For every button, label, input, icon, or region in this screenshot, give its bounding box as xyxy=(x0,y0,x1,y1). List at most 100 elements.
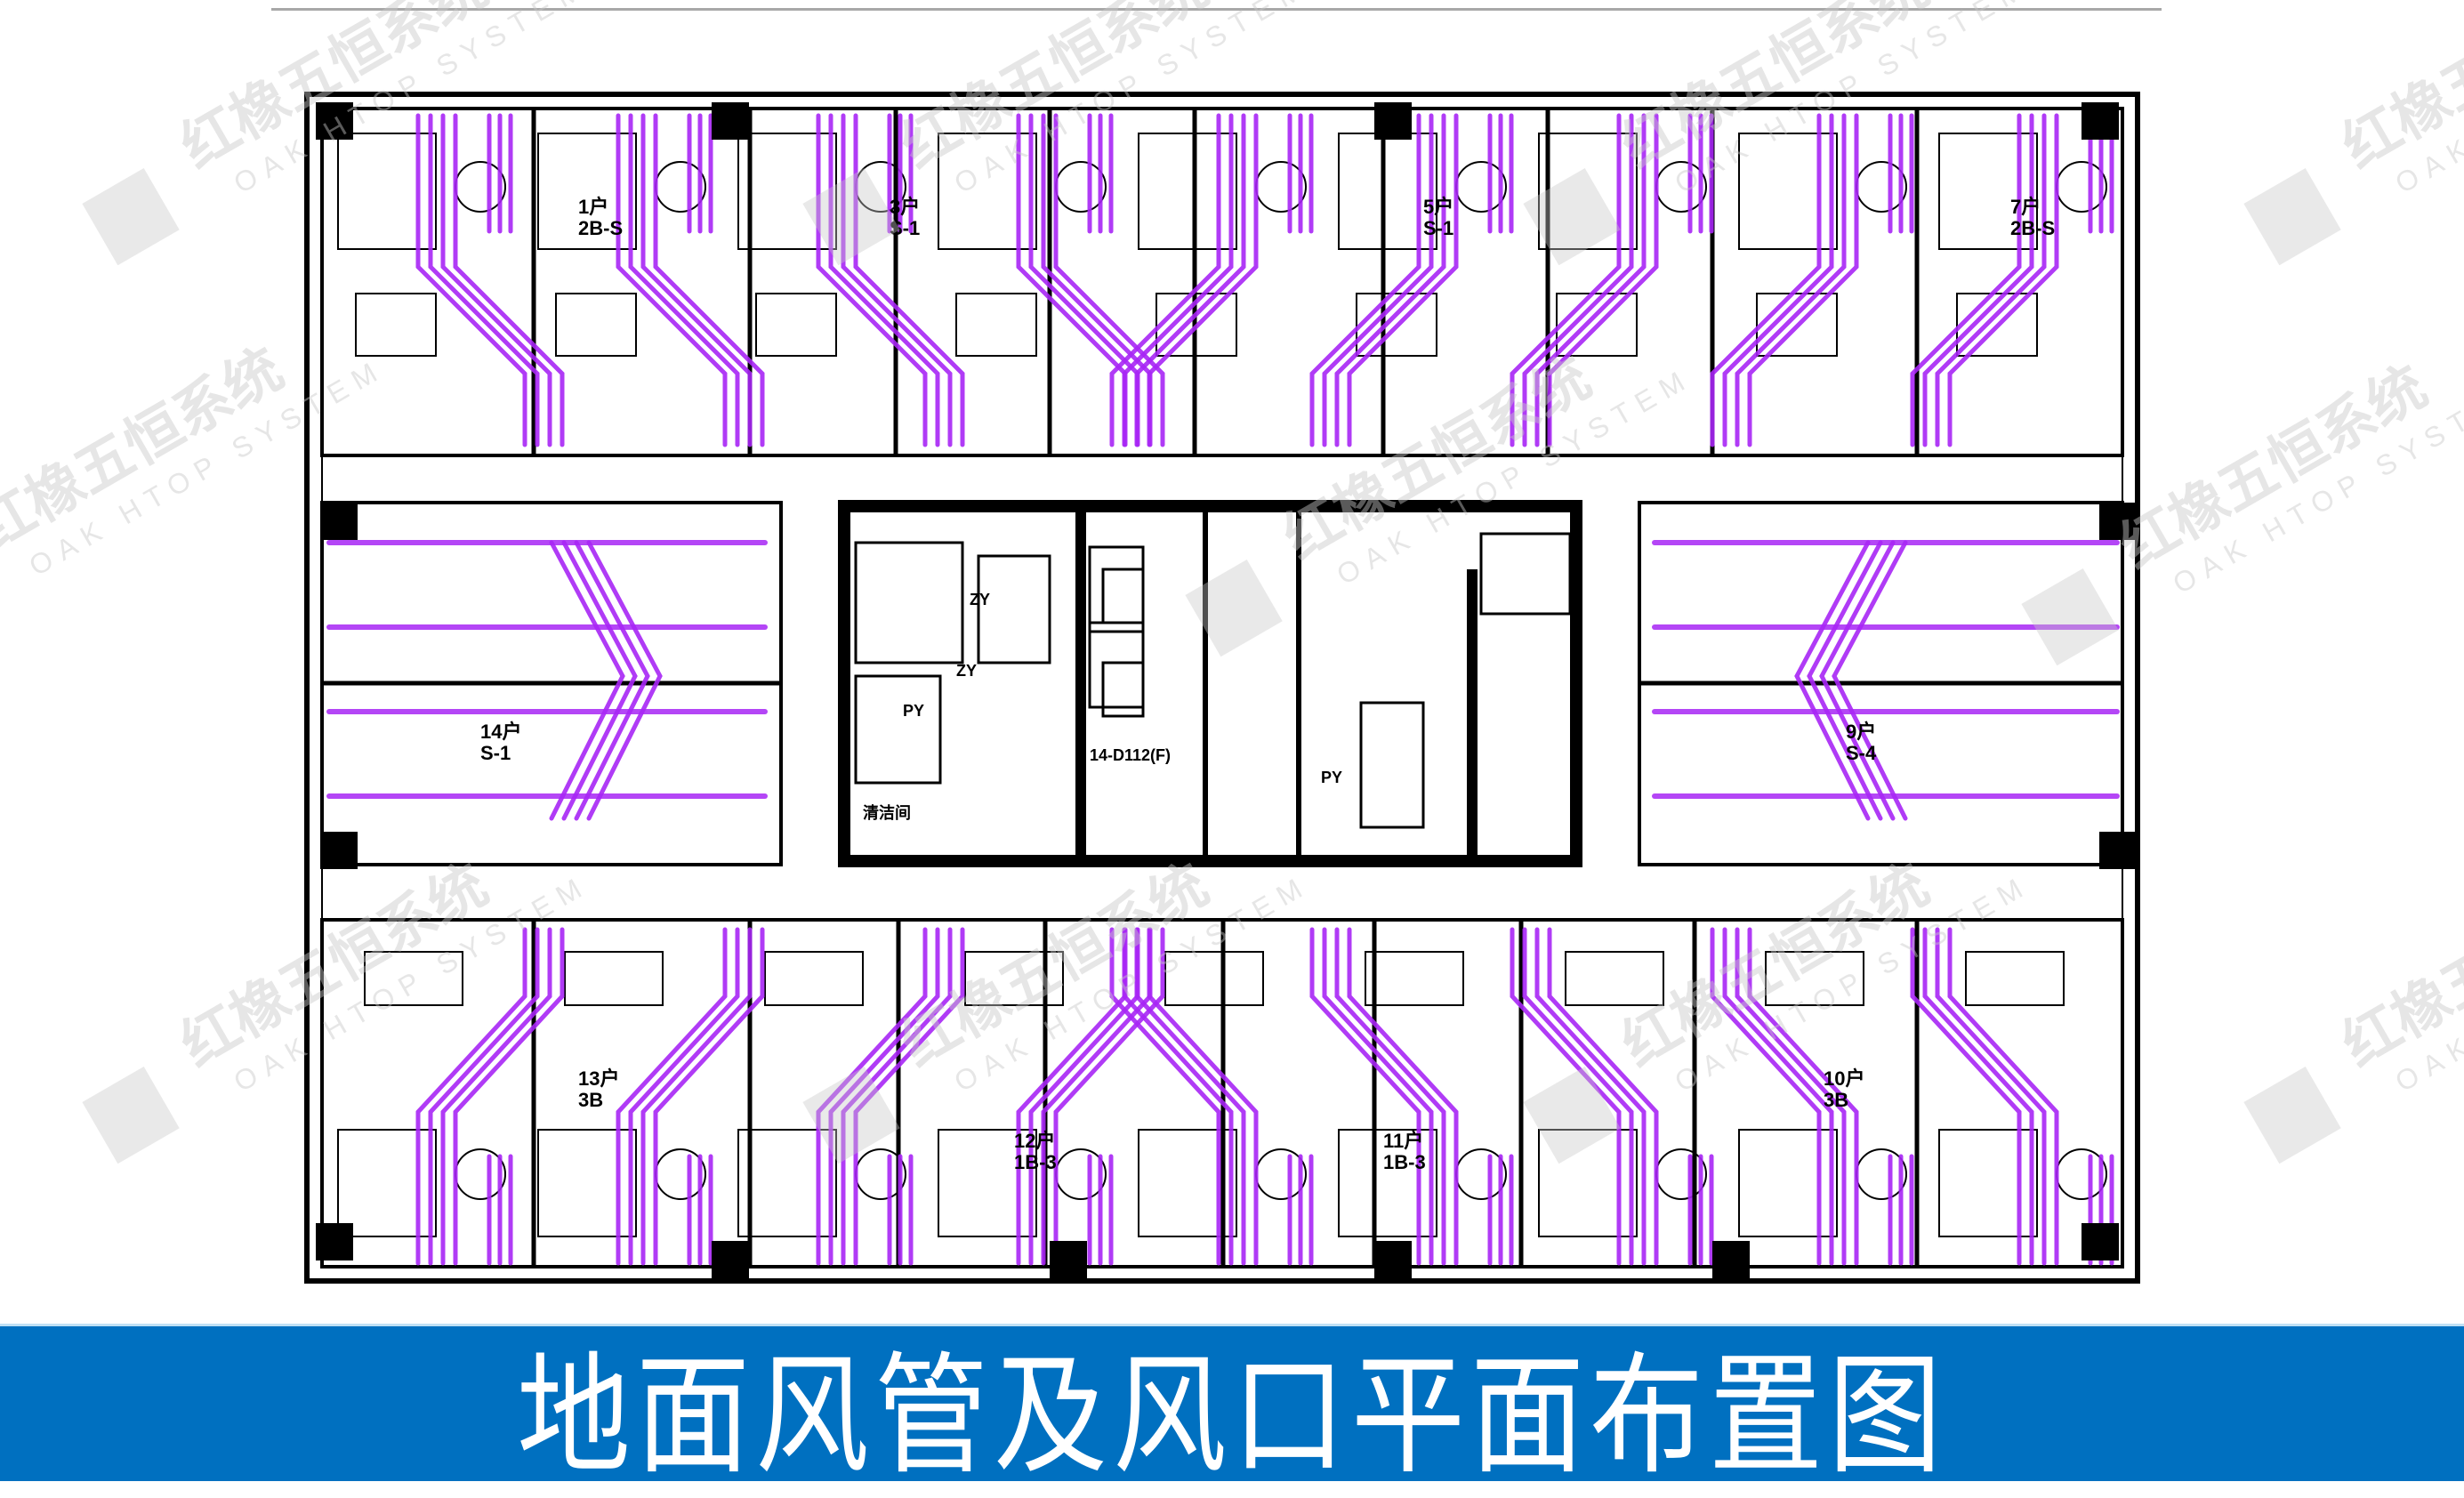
unit-type-label: 3B xyxy=(578,1089,603,1111)
duct-line xyxy=(1109,927,1221,1266)
furniture-item xyxy=(938,1129,1037,1237)
duct-line xyxy=(1028,113,1140,447)
duct-line xyxy=(1522,927,1634,1266)
furniture-item xyxy=(1138,133,1237,250)
core-label: PY xyxy=(1321,769,1342,786)
duct-line xyxy=(1710,113,1822,447)
duct-line xyxy=(616,927,728,1266)
unit-type-label: 1B-3 xyxy=(1383,1151,1426,1173)
duct-line xyxy=(1334,927,1446,1266)
duct-line xyxy=(1922,113,2034,447)
duct-line xyxy=(1510,113,1622,447)
unit-number-label: 14户 xyxy=(480,721,521,743)
column xyxy=(2082,1223,2119,1260)
furniture-item xyxy=(355,293,437,357)
floor-plan: 1户2B-S3户S-15户S-17户2B-S14户S-19户S-413户3B12… xyxy=(0,0,2464,1284)
furniture-item xyxy=(938,133,1037,250)
duct-line xyxy=(1547,113,1659,447)
duct-line xyxy=(1510,927,1622,1266)
duct-line xyxy=(653,927,765,1266)
duct-line xyxy=(1947,113,2059,447)
unit-number-label: 11户 xyxy=(1383,1130,1423,1152)
column xyxy=(1050,1241,1087,1278)
watermark-text: 红橡五恒系统 xyxy=(170,0,499,181)
duct-line xyxy=(1722,113,1834,447)
duct-line xyxy=(816,113,928,447)
furniture-item xyxy=(1756,293,1838,357)
column xyxy=(2082,102,2119,140)
unit-number-label: 7户 xyxy=(2010,196,2041,218)
top-divider xyxy=(271,8,2162,11)
duct-line xyxy=(1347,927,1459,1266)
core-label: PY xyxy=(903,702,924,720)
column xyxy=(712,102,749,140)
duct-line xyxy=(1522,113,1634,447)
duct-line xyxy=(1309,927,1421,1266)
furniture-item xyxy=(737,1129,837,1237)
column xyxy=(320,832,358,869)
furniture-item xyxy=(737,133,837,250)
duct-line xyxy=(1534,927,1647,1266)
duct-line xyxy=(453,113,565,447)
furniture-item xyxy=(1738,1129,1838,1237)
duct-line xyxy=(1122,113,1234,447)
column xyxy=(1712,1241,1750,1278)
core xyxy=(838,500,1582,867)
duct-line xyxy=(1710,927,1822,1266)
duct-line xyxy=(1807,540,1883,821)
furniture-item xyxy=(1938,1129,2038,1237)
duct-line xyxy=(1109,113,1221,447)
furniture-item xyxy=(1356,293,1437,357)
furniture-item xyxy=(955,293,1037,357)
core-label: ZY xyxy=(956,662,977,680)
furniture-item xyxy=(1538,133,1638,250)
furniture-item xyxy=(755,293,837,357)
duct-line xyxy=(1547,927,1659,1266)
furniture-item xyxy=(964,951,1064,1006)
watermark-logo-icon xyxy=(2243,1067,2341,1164)
duct-line xyxy=(561,540,638,821)
drawing-title: 地面风管及风口平面布置图 xyxy=(516,1340,1947,1493)
furniture-item xyxy=(564,951,664,1006)
duct-line xyxy=(453,927,565,1266)
furniture-item xyxy=(1565,951,1664,1006)
duct-line xyxy=(640,927,753,1266)
duct-line xyxy=(1147,113,1259,447)
furniture-item xyxy=(1338,1129,1437,1237)
unit-number-label: 10户 xyxy=(1824,1067,1864,1090)
furniture-item xyxy=(1738,133,1838,250)
duct-line xyxy=(853,113,965,447)
furniture-item xyxy=(337,1129,437,1237)
duct-line xyxy=(628,113,740,447)
duct-line xyxy=(853,927,965,1266)
furniture-item xyxy=(764,951,864,1006)
duct-line xyxy=(1134,927,1246,1266)
duct-line xyxy=(1309,113,1421,447)
unit-number-label: 5户 xyxy=(1423,196,1453,218)
duct-line xyxy=(841,927,953,1266)
duct-line xyxy=(549,540,625,821)
watermark-logo-icon xyxy=(1523,168,1621,266)
column xyxy=(320,503,358,540)
duct-line xyxy=(1794,540,1871,821)
column xyxy=(316,102,353,140)
column xyxy=(2099,503,2137,540)
duct-line xyxy=(1122,927,1234,1266)
watermark-logo-icon xyxy=(82,1067,180,1164)
watermark-logo-icon xyxy=(2021,568,2119,666)
duct-line xyxy=(828,927,940,1266)
furniture-item xyxy=(337,133,437,250)
unit-number-label: 1户 xyxy=(578,196,608,218)
watermark-logo-icon xyxy=(1523,1067,1621,1164)
outer-wall xyxy=(304,92,2140,1284)
core-label: 14-D112(F) xyxy=(1090,746,1171,764)
duct-line xyxy=(1910,113,2022,447)
duct-line xyxy=(628,927,740,1266)
duct-line xyxy=(1134,113,1246,447)
duct-line xyxy=(440,927,552,1266)
unit-type-label: 2B-S xyxy=(2010,217,2055,239)
